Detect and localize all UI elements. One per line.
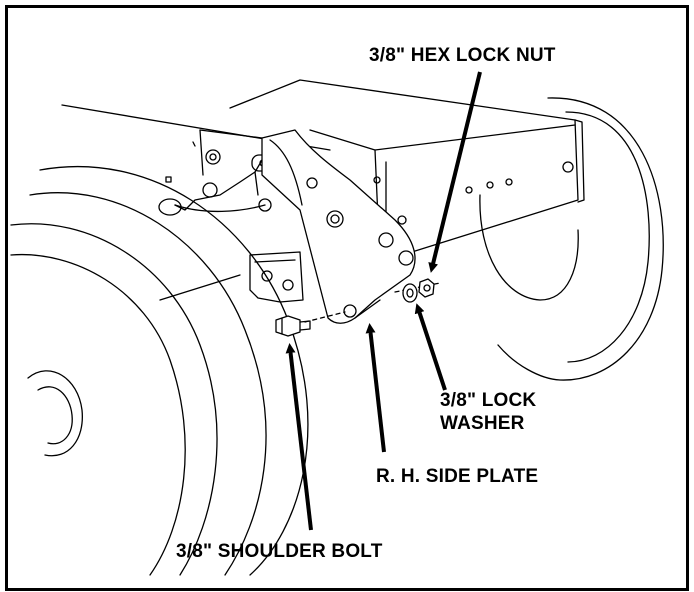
right-wheel xyxy=(479,97,664,381)
shoulder-bolt-leader xyxy=(285,343,313,531)
side-plate-leader xyxy=(365,323,386,453)
nut-axis-line xyxy=(394,282,441,293)
mounting-bracket xyxy=(158,129,275,216)
label-lock-washer-line2: WASHER xyxy=(440,413,525,434)
shoulder-bolt-shape xyxy=(275,315,311,337)
label-shoulder-bolt: 3/8" SHOULDER BOLT xyxy=(176,541,383,562)
lock-washer-leader xyxy=(414,303,447,391)
rh-side-plate-shape xyxy=(261,129,416,324)
label-lock-washer-line1: 3/8" LOCK xyxy=(440,390,537,411)
label-hex-lock-nut: 3/8" HEX LOCK NUT xyxy=(369,45,556,66)
bolt-axis-line xyxy=(304,311,346,323)
hex-lock-nut-shape xyxy=(418,278,435,298)
lock-washer-shape xyxy=(402,283,418,303)
label-side-plate: R. H. SIDE PLATE xyxy=(376,466,539,487)
hex-lock-nut-leader xyxy=(428,71,482,273)
lower-bracket xyxy=(159,251,304,303)
left-wheel xyxy=(10,165,309,576)
